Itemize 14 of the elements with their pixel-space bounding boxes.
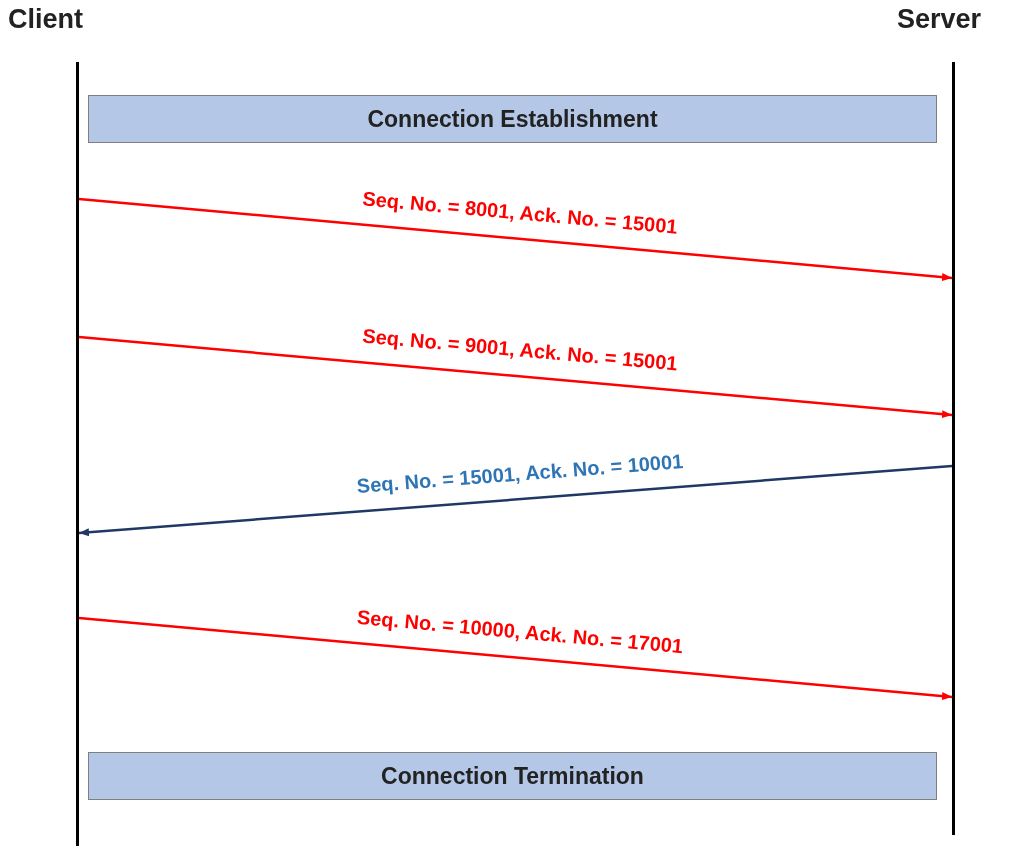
arrow — [78, 197, 953, 282]
edge-label: Seq. No. = 15001, Ack. No. = 10001 — [356, 449, 684, 498]
phase-band: Connection Establishment — [88, 95, 937, 143]
edge-label: Seq. No. = 10000, Ack. No. = 17001 — [356, 605, 684, 658]
phase-band: Connection Termination — [88, 752, 937, 800]
arrow — [78, 335, 953, 419]
lifeline-heading: Server — [897, 4, 982, 35]
lifeline — [952, 62, 955, 835]
arrow — [78, 464, 953, 537]
edge-label: Seq. No. = 8001, Ack. No. = 15001 — [361, 186, 679, 239]
arrow — [78, 616, 953, 701]
lifeline-heading: Client — [8, 4, 83, 35]
lifeline — [76, 62, 79, 846]
edge-label: Seq. No. = 9001, Ack. No. = 15001 — [361, 324, 679, 376]
